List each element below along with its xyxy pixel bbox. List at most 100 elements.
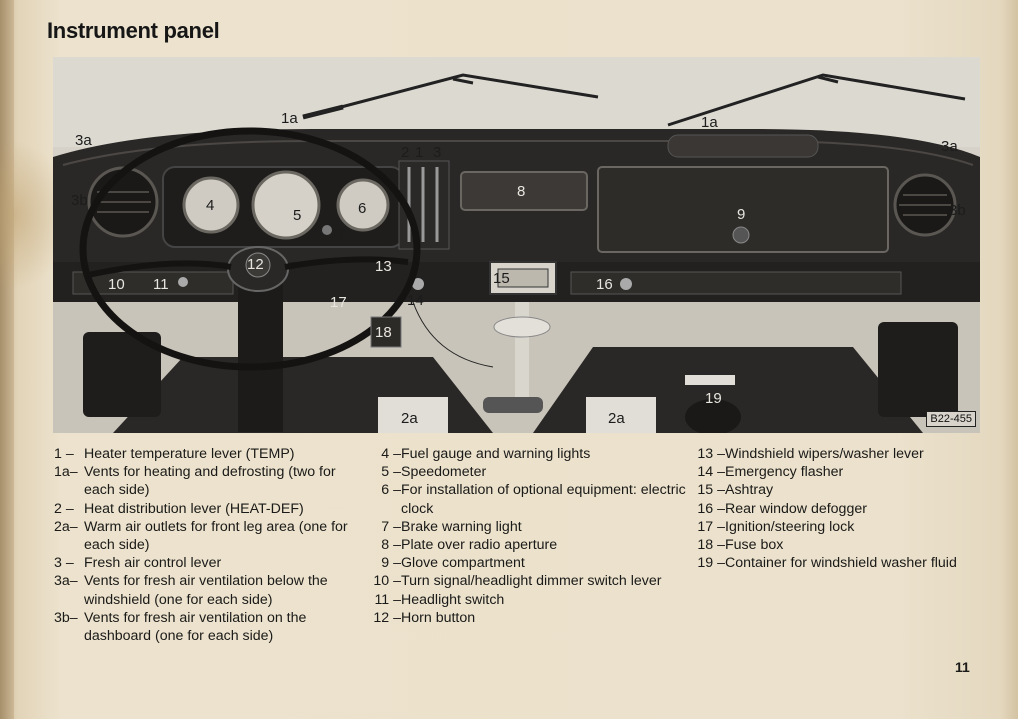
legend-item: 7 –Brake warning light bbox=[367, 518, 687, 536]
legend-item-number: 8 – bbox=[381, 537, 401, 554]
legend-item: 12 –Horn button bbox=[367, 609, 687, 627]
legend-item-number: 9 – bbox=[381, 555, 401, 572]
callout-13: 13 bbox=[375, 258, 392, 275]
callout-1a-left: 1a bbox=[281, 110, 298, 127]
legend-item-text: Ignition/steering lock bbox=[725, 518, 855, 535]
legend-item-text: Fresh air control lever bbox=[84, 555, 222, 572]
callout-3b-left: 3b bbox=[71, 192, 88, 209]
legend-item-text: Fuse box bbox=[725, 537, 784, 554]
legend-item-text: Fuel gauge and warning lights bbox=[401, 446, 591, 462]
legend-item: 2 – Heat distribution lever (HEAT-DEF) bbox=[54, 500, 364, 518]
legend-item-text: Brake warning light bbox=[401, 518, 522, 535]
callout-3a-right: 3a bbox=[941, 138, 958, 155]
legend-item-number: 2a– bbox=[54, 518, 78, 535]
legend-item: 19 –Container for windshield washer flui… bbox=[693, 554, 993, 572]
legend-item-number: 6 – bbox=[381, 482, 401, 499]
legend-item: 15 –Ashtray bbox=[693, 481, 993, 499]
legend-item-text: Vents for fresh air ventilation below th… bbox=[84, 573, 328, 608]
legend-item-text: Plate over radio aperture bbox=[401, 537, 558, 554]
callout-1a-right: 1a bbox=[701, 114, 718, 131]
legend-item-text: Emergency flasher bbox=[725, 464, 844, 481]
callout-15: 15 bbox=[493, 270, 510, 287]
legend-item-text: For installation of optional equipment: … bbox=[401, 482, 686, 517]
legend-item-text: Horn button bbox=[401, 609, 476, 626]
legend-item-number: 17 – bbox=[697, 518, 725, 535]
dashboard-illustration bbox=[53, 57, 980, 433]
legend-item: 2a– Warm air outlets for front leg area (… bbox=[54, 518, 364, 554]
callout-3: 3 bbox=[433, 144, 442, 161]
legend-item: 11 –Headlight switch bbox=[367, 591, 687, 609]
legend-column-1: 1 – Heater temperature lever (TEMP) 1a– Ven… bbox=[54, 445, 364, 645]
callout-16: 16 bbox=[596, 276, 613, 293]
legend-item-text: Windshield wipers/washer lever bbox=[725, 446, 924, 462]
callout-5: 5 bbox=[293, 207, 302, 224]
legend-item-text: Rear window defogger bbox=[725, 500, 867, 517]
legend-item-number: 16 – bbox=[697, 500, 725, 517]
legend-item: 9 –Glove compartment bbox=[367, 554, 687, 572]
callout-2a-left: 2a bbox=[401, 410, 418, 427]
legend-item-text: Vents for fresh air ventilation on the d… bbox=[84, 609, 307, 645]
legend-item-number: 3b– bbox=[54, 609, 78, 626]
callout-14: 14 bbox=[407, 292, 424, 309]
legend-item: 8 –Plate over radio aperture bbox=[367, 536, 687, 554]
callout-2: 2 bbox=[401, 144, 410, 161]
callout-6: 6 bbox=[358, 200, 367, 217]
callout-17: 17 bbox=[330, 294, 347, 311]
legend-item-number: 15 – bbox=[697, 482, 725, 499]
legend-item-text: Glove compartment bbox=[401, 555, 525, 572]
callout-18: 18 bbox=[375, 324, 392, 341]
legend-item: 1 – Heater temperature lever (TEMP) bbox=[54, 445, 364, 463]
legend-item-text: Container for windshield washer fluid bbox=[725, 555, 957, 572]
legend-item: 4 –Fuel gauge and warning lights bbox=[367, 445, 687, 463]
figure-reference-code: B22-455 bbox=[926, 411, 976, 427]
callout-12: 12 bbox=[247, 256, 264, 273]
legend-item-text: Ashtray bbox=[725, 482, 774, 499]
legend-item: 5 –Speedometer bbox=[367, 463, 687, 481]
legend-item: 10 –Turn signal/headlight dimmer switch … bbox=[367, 572, 687, 590]
legend-item-number: 5 – bbox=[381, 464, 401, 481]
legend-item: 3b– Vents for fresh air ventilation on th… bbox=[54, 609, 364, 645]
legend-item-number: 14 – bbox=[697, 464, 725, 481]
legend-item-number: 3a– bbox=[54, 573, 78, 590]
callout-2a-right: 2a bbox=[608, 410, 625, 427]
legend-item: 3a– Vents for fresh air ventilation below… bbox=[54, 572, 364, 608]
legend-item-number: 12 – bbox=[373, 609, 401, 626]
legend-item-text: Warm air outlets for front leg area (one… bbox=[84, 518, 348, 554]
legend-item-number: 1a– bbox=[54, 464, 78, 481]
legend-item-number: 1 – bbox=[54, 446, 74, 462]
callout-3b-right: 3b bbox=[949, 202, 966, 219]
wiper-right bbox=[667, 73, 966, 127]
page-title: Instrument panel bbox=[47, 18, 220, 43]
wiper-left bbox=[302, 73, 599, 120]
legend-item: 16 –Rear window defogger bbox=[693, 500, 993, 518]
callout-8: 8 bbox=[517, 183, 526, 200]
legend-item: 17 –Ignition/steering lock bbox=[693, 518, 993, 536]
legend-item: 6 –For installation of optional equipmen… bbox=[367, 481, 687, 517]
callout-7: 7 bbox=[337, 226, 346, 243]
legend-item-text: Turn signal/headlight dimmer switch leve… bbox=[401, 573, 662, 590]
callout-19: 19 bbox=[705, 390, 722, 407]
legend-item-text: Heater temperature lever (TEMP) bbox=[84, 446, 295, 462]
legend-item: 1a– Vents for heating and defrosting (two… bbox=[54, 463, 364, 499]
legend-item-text: Vents for heating and defrosting (two fo… bbox=[84, 464, 336, 499]
legend-item-number: 11 – bbox=[374, 591, 401, 608]
callout-11: 11 bbox=[153, 276, 169, 293]
callout-10: 10 bbox=[108, 276, 125, 293]
legend-item: 13 –Windshield wipers/washer lever bbox=[693, 445, 993, 463]
legend-item: 3 – Fresh air control lever bbox=[54, 554, 364, 572]
callout-9: 9 bbox=[737, 206, 746, 223]
legend-item-number: 2 – bbox=[54, 500, 74, 517]
legend-item: 18 –Fuse box bbox=[693, 536, 993, 554]
legend-item-number: 18 – bbox=[697, 537, 725, 554]
legend-item-text: Speedometer bbox=[401, 464, 487, 481]
legend-item-text: Heat distribution lever (HEAT-DEF) bbox=[84, 500, 304, 517]
legend-item-number: 10 – bbox=[373, 573, 401, 590]
legend-item-text: Headlight switch bbox=[401, 591, 505, 608]
legend-item: 14 –Emergency flasher bbox=[693, 463, 993, 481]
legend-item-number: 3 – bbox=[54, 555, 74, 572]
legend-item-number: 4 – bbox=[381, 446, 401, 462]
callout-4: 4 bbox=[206, 197, 215, 214]
instrument-panel-photo: 1a 1a 3a 3a 3b 3b 2 1 3 4 5 6 7 8 9 10 1… bbox=[53, 57, 980, 433]
